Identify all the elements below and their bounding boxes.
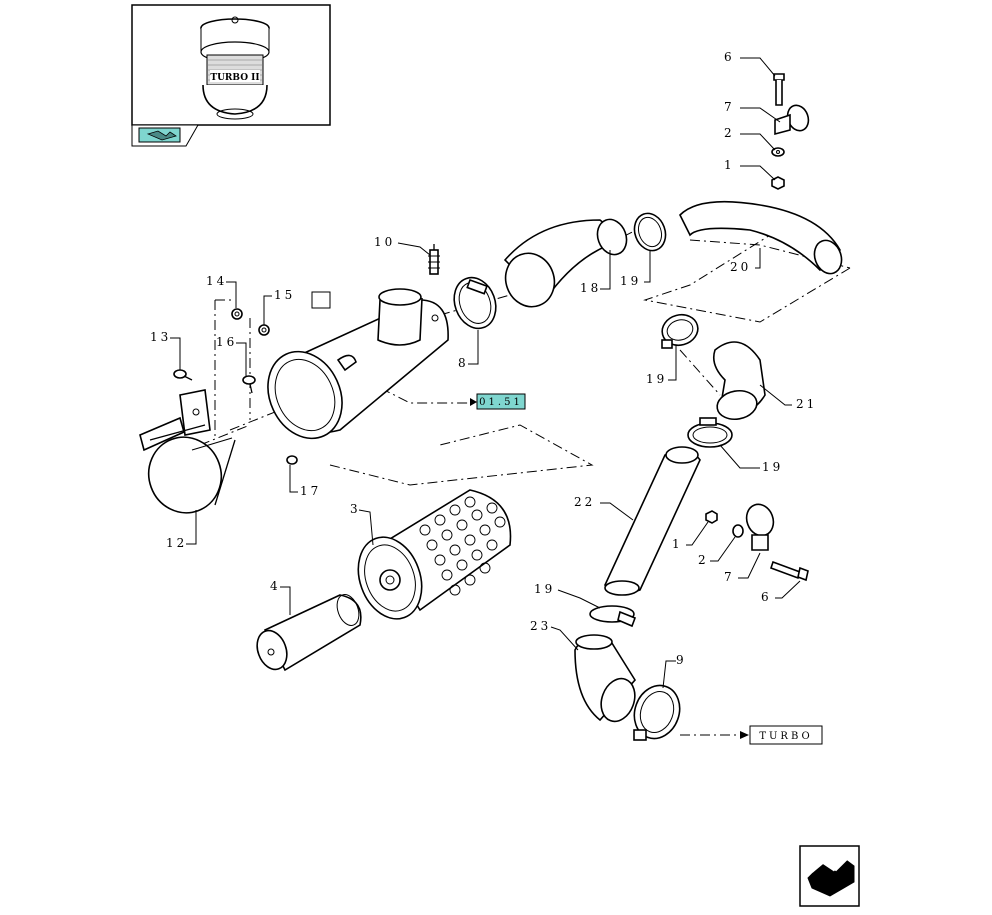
callout-6b: 6 [761,590,772,604]
callout-18: 18 [580,281,601,295]
callout-4: 4 [270,579,281,593]
group-ref-text: 01.51 [479,397,523,408]
hose-22 [603,446,701,596]
next-page-arrow-icon[interactable] [799,845,860,907]
washer-14 [231,308,243,320]
callout-2a: 2 [724,126,735,140]
bolt-6a [773,73,785,106]
hose-clamp-19a [633,212,667,252]
hose-clamp-8 [453,276,497,330]
callout-10: 10 [374,235,395,249]
bolt-16 [242,375,256,394]
callout-22: 22 [574,495,595,509]
callout-15: 15 [274,288,295,302]
bolt-13 [173,369,193,381]
elbow-hose-18 [503,218,628,308]
primary-filter-element-3 [357,489,512,620]
callout-13: 13 [150,330,171,344]
callout-labels: 6 7 2 1 10 14 15 13 16 12 17 8 18 19 20 … [150,50,817,667]
bolt-6b [769,560,809,582]
callout-12: 12 [166,536,187,550]
air-filter-thumbnail: TURBO II [200,16,270,120]
bracket-7a [774,104,810,136]
callout-6a: 6 [724,50,735,64]
callout-19c: 19 [762,460,783,474]
callout-20: 20 [730,260,751,274]
hose-clamp-19c [687,417,733,448]
callout-16: 16 [216,335,237,349]
nut-15 [258,324,270,336]
callout-21: 21 [796,397,817,411]
page-arrow-icon[interactable] [131,124,199,147]
turbo-ref-text: TURBO [759,731,812,742]
washer-2b [732,524,744,538]
hose-20 [679,200,843,275]
callout-19a: 19 [620,274,641,288]
cap-17 [286,455,298,465]
elbow-hose-21 [712,341,766,421]
nut-1b [705,510,718,524]
callout-19b: 19 [646,372,667,386]
callout-7a: 7 [724,100,735,114]
callout-8: 8 [458,356,469,370]
callout-2b: 2 [698,553,709,567]
product-label: TURBO II [210,73,259,83]
air-filter-housing [267,288,449,440]
elbow-hose-23 [574,634,636,723]
callout-1b: 1 [672,537,683,551]
hose-clamp-19d [589,605,637,628]
leader-lines [170,57,801,689]
group-ref-box[interactable]: 01.51 [470,393,526,410]
restriction-sensor-10 [428,244,440,275]
callout-14: 14 [206,274,227,288]
callout-17: 17 [300,484,321,498]
turbo-ref-box[interactable]: TURBO [740,725,823,745]
bracket-7b [745,503,775,551]
hose-clamp-9 [633,684,681,741]
callout-1a: 1 [724,158,735,172]
hose-clamp-19b [661,313,699,349]
inset-panel: TURBO II [131,4,331,147]
safety-filter-element-4 [256,594,362,672]
mounting-bracket-12 [139,389,236,514]
callout-23: 23 [530,619,551,633]
callout-9: 9 [676,653,687,667]
callout-3: 3 [350,502,361,516]
callout-7b: 7 [724,570,735,584]
callout-19d: 19 [534,582,555,596]
